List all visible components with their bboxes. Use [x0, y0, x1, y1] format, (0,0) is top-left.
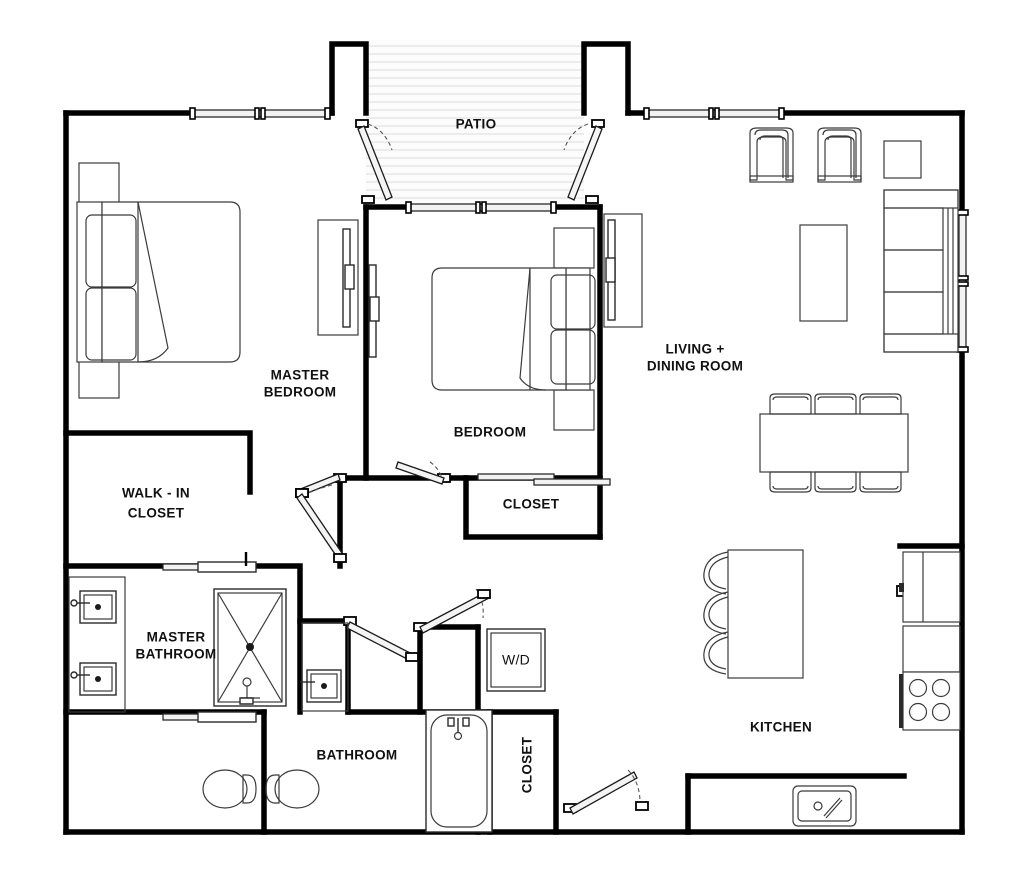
nightstand [78, 162, 120, 204]
door-master-bathroom [295, 488, 347, 563]
dresser-tv-bedroom [603, 213, 643, 328]
hinged-doors[interactable] [295, 119, 906, 815]
dresser-tv-master [317, 219, 380, 358]
door-bedroom [395, 461, 451, 485]
door-hall-entry [563, 769, 649, 815]
window-living-room [643, 107, 785, 120]
pillow [550, 274, 596, 330]
label-master-bathroom-line1: MASTER [147, 630, 206, 645]
pillow [85, 214, 137, 288]
bedroom-furniture [431, 213, 643, 431]
toilet [265, 769, 320, 809]
dining-table [759, 413, 909, 473]
door-patio-left [355, 119, 393, 204]
label-master-bathroom-line2: BATHROOM [136, 647, 217, 662]
nightstand [553, 227, 595, 269]
label-living-dining-line2: DINING ROOM [647, 359, 743, 374]
dining-chair [769, 471, 812, 493]
label-master-bedroom-line2: BEDROOM [264, 385, 337, 400]
dining-chair [859, 393, 902, 415]
armchair [749, 127, 794, 183]
master-vanity [68, 576, 126, 713]
bathtub [425, 709, 493, 833]
patio-decking [366, 40, 584, 212]
kitchen-island [727, 549, 804, 679]
master-bathroom-fixtures [68, 576, 287, 809]
bed-frame [76, 201, 103, 363]
vanity-sink [70, 590, 117, 624]
bathroom-vanity [301, 622, 349, 712]
dining-chair [814, 393, 857, 415]
mattress [101, 201, 241, 363]
side-table [883, 140, 922, 179]
shower-stall [213, 588, 287, 707]
mattress [431, 267, 567, 391]
refrigerator [899, 551, 961, 623]
washer-dryer [486, 628, 546, 692]
dining-chair [859, 471, 902, 493]
kitchen-sink [792, 785, 857, 827]
label-hall-closet: CLOSET [520, 736, 535, 793]
sliding-door-master-bath-lower [162, 711, 257, 723]
dining-chair [814, 471, 857, 493]
window-bedroom [405, 201, 557, 214]
label-bathroom: BATHROOM [317, 748, 398, 763]
label-master-bedroom-line1: MASTER [271, 368, 330, 383]
duvet-fold [519, 267, 547, 391]
window-master-bedroom [189, 107, 331, 120]
pillow [550, 329, 596, 385]
barstool [703, 631, 729, 675]
door-patio-right [563, 119, 605, 204]
sliding-door-bedroom-closet [477, 473, 611, 486]
nightstand [553, 389, 595, 431]
armchair [817, 127, 862, 183]
label-walk-in-closet-line2: CLOSET [128, 506, 185, 521]
stove [899, 671, 961, 731]
label-kitchen: KITCHEN [750, 720, 812, 735]
label-washer-dryer: W/D [502, 652, 530, 668]
vanity-sink [300, 669, 342, 703]
room-labels: PATIO MASTER BEDROOM BEDROOM LIVING + DI… [122, 117, 812, 794]
living-dining-furniture [749, 127, 959, 493]
kitchen-fixtures [703, 549, 961, 827]
coffee-table [799, 224, 848, 322]
toilet [202, 769, 257, 809]
window-living-room-right [956, 209, 969, 353]
label-bedroom-closet: CLOSET [503, 497, 560, 512]
bathroom-fixtures [265, 622, 546, 833]
label-walk-in-closet-line1: WALK - IN [122, 486, 190, 501]
label-patio: PATIO [456, 117, 497, 132]
windows [189, 107, 969, 353]
sofa [883, 189, 959, 353]
nightstand [78, 357, 120, 399]
sliding-door-master-bath-upper [162, 552, 257, 573]
barstool [703, 551, 729, 595]
pillow [85, 287, 137, 361]
label-living-dining-line1: LIVING + [665, 342, 724, 357]
dining-chair [769, 393, 812, 415]
door-laundry [413, 588, 491, 634]
barstool [703, 591, 729, 635]
label-bedroom: BEDROOM [454, 425, 527, 440]
vanity-sink [70, 662, 117, 696]
duvet-fold [137, 201, 169, 363]
master-bedroom-furniture [76, 162, 380, 399]
